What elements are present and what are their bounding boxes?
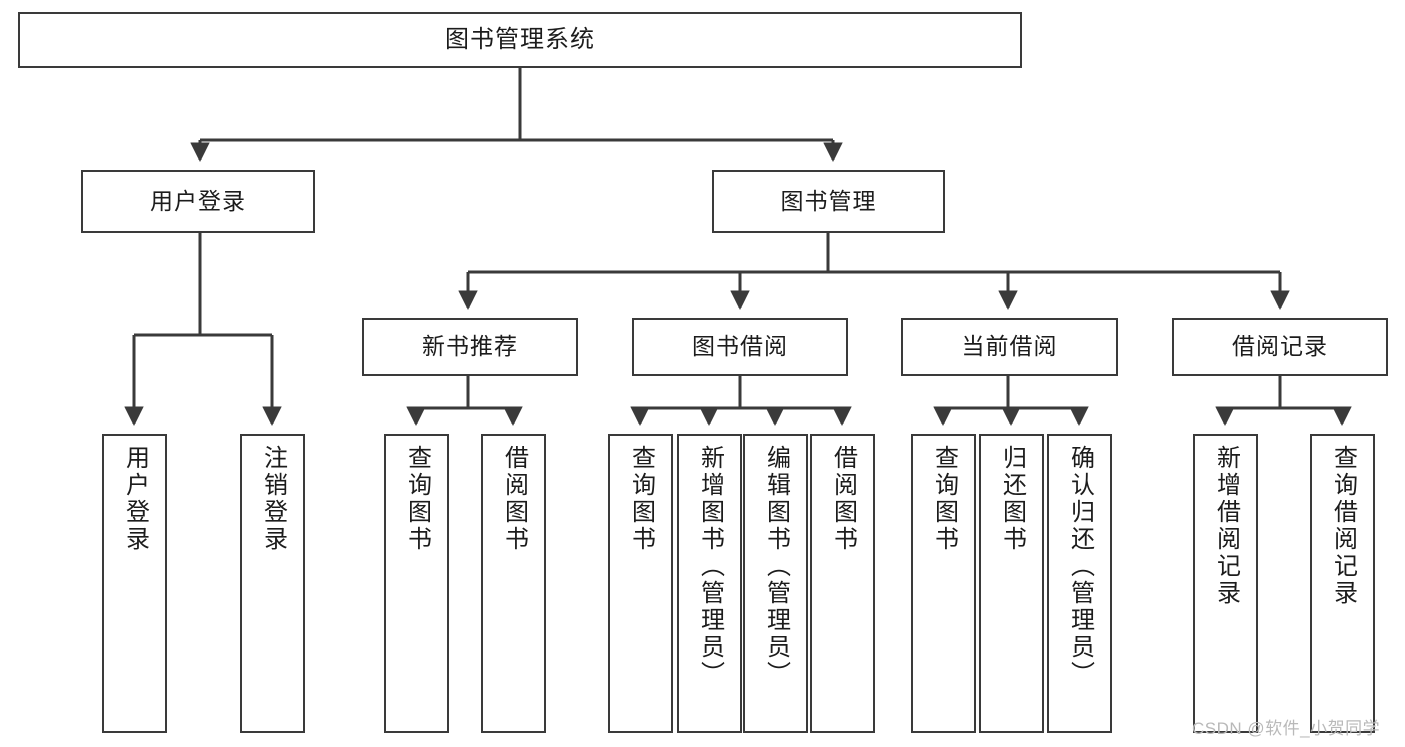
node-new-book-recommend-label: 新书推荐 bbox=[422, 333, 518, 360]
node-book-borrow-label: 图书借阅 bbox=[692, 333, 788, 360]
leaf-current-return[interactable]: 归还图书 bbox=[979, 434, 1044, 733]
leaf-records-query[interactable]: 查询借阅记录 bbox=[1310, 434, 1375, 733]
leaf-borrow-borrow-book-label: 借阅图书 bbox=[829, 445, 857, 553]
leaf-new-book-query-label: 查询图书 bbox=[403, 445, 431, 553]
leaf-borrow-edit-book-label: 编辑图书（管理员） bbox=[762, 445, 790, 688]
leaf-borrow-add-book[interactable]: 新增图书（管理员） bbox=[677, 434, 742, 733]
leaf-new-book-borrow-label: 借阅图书 bbox=[500, 445, 528, 553]
leaf-current-return-label: 归还图书 bbox=[998, 445, 1026, 553]
node-book-management-label: 图书管理 bbox=[780, 187, 877, 214]
leaf-user-login-signout-label: 注销登录 bbox=[259, 445, 287, 553]
leaf-user-login-signin[interactable]: 用户登录 bbox=[102, 434, 167, 733]
leaf-new-book-borrow[interactable]: 借阅图书 bbox=[481, 434, 546, 733]
leaf-records-add[interactable]: 新增借阅记录 bbox=[1193, 434, 1258, 733]
node-borrow-records-label: 借阅记录 bbox=[1232, 333, 1328, 360]
leaf-records-query-label: 查询借阅记录 bbox=[1329, 445, 1357, 607]
leaf-new-book-query[interactable]: 查询图书 bbox=[384, 434, 449, 733]
leaf-user-login-signout[interactable]: 注销登录 bbox=[240, 434, 305, 733]
leaf-current-confirm-return[interactable]: 确认归还（管理员） bbox=[1047, 434, 1112, 733]
leaf-borrow-edit-book[interactable]: 编辑图书（管理员） bbox=[743, 434, 808, 733]
node-book-management[interactable]: 图书管理 bbox=[712, 170, 945, 233]
leaf-borrow-query-label: 查询图书 bbox=[627, 445, 655, 553]
leaf-borrow-borrow-book[interactable]: 借阅图书 bbox=[810, 434, 875, 733]
node-user-login[interactable]: 用户登录 bbox=[81, 170, 315, 233]
leaf-user-login-signin-label: 用户登录 bbox=[121, 445, 149, 553]
leaf-borrow-add-book-label: 新增图书（管理员） bbox=[696, 445, 724, 688]
node-user-login-label: 用户登录 bbox=[150, 187, 246, 214]
node-root[interactable]: 图书管理系统 bbox=[18, 12, 1022, 68]
node-current-borrow-label: 当前借阅 bbox=[961, 333, 1058, 360]
node-new-book-recommend[interactable]: 新书推荐 bbox=[362, 318, 578, 376]
node-book-borrow[interactable]: 图书借阅 bbox=[632, 318, 848, 376]
node-current-borrow[interactable]: 当前借阅 bbox=[901, 318, 1118, 376]
node-root-label: 图书管理系统 bbox=[445, 25, 595, 53]
node-borrow-records[interactable]: 借阅记录 bbox=[1172, 318, 1388, 376]
leaf-current-query[interactable]: 查询图书 bbox=[911, 434, 976, 733]
leaf-current-query-label: 查询图书 bbox=[930, 445, 958, 553]
leaf-records-add-label: 新增借阅记录 bbox=[1212, 445, 1240, 607]
leaf-current-confirm-return-label: 确认归还（管理员） bbox=[1066, 445, 1094, 688]
leaf-borrow-query[interactable]: 查询图书 bbox=[608, 434, 673, 733]
